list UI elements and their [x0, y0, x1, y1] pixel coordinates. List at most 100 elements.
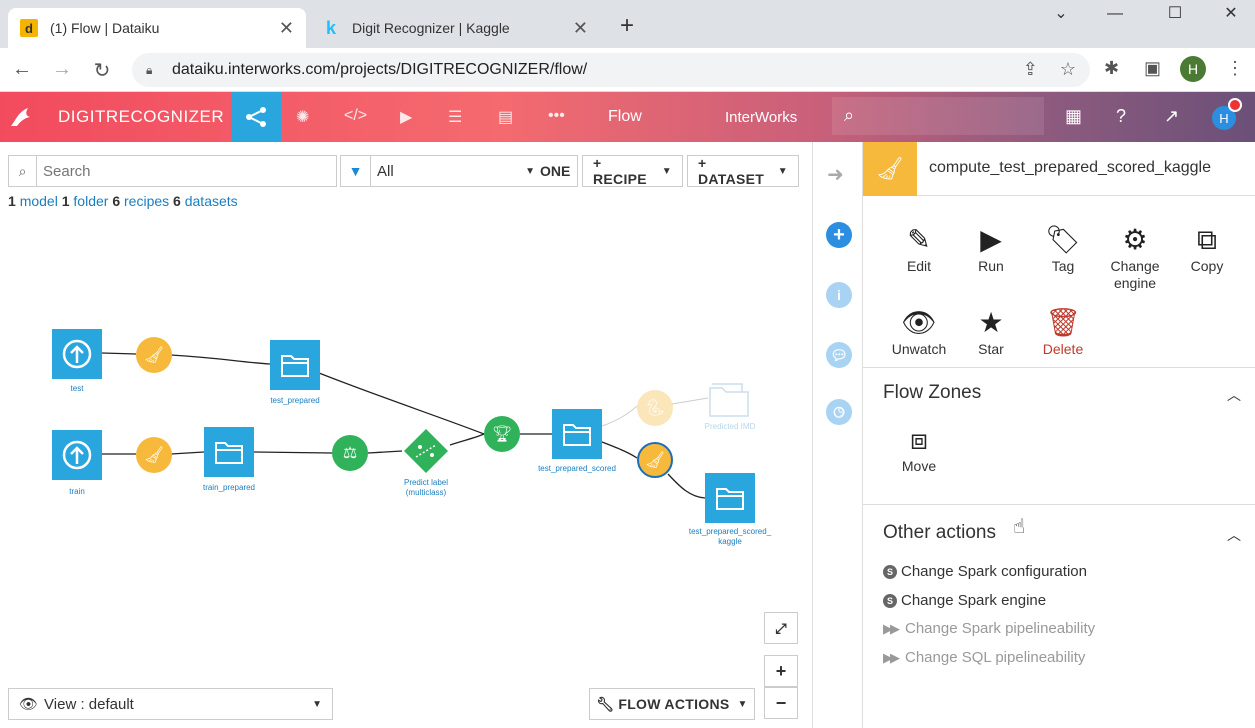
chevron-up-icon[interactable]: ︿	[1227, 387, 1241, 403]
panel-header: 🧹︎ compute_test_prepared_scored_kaggle	[863, 142, 1255, 196]
node-label-line: test_prepared_scored_	[688, 527, 772, 536]
star-button[interactable]: ★ Star	[955, 305, 1027, 357]
global-search-icon[interactable]: ⌕	[832, 97, 1044, 135]
chevron-down-icon: ▼	[525, 165, 535, 177]
other-actions-heading[interactable]: Other actions	[883, 522, 996, 543]
zoom-out-button[interactable]: −	[764, 687, 798, 719]
flow-filter-select[interactable]: ▼ All ▼	[340, 155, 546, 187]
model-link[interactable]: model	[19, 193, 58, 209]
side-panel-icon[interactable]: ▣	[1144, 58, 1162, 78]
chevron-up-icon[interactable]: ︿	[1227, 527, 1241, 543]
node-label: train	[69, 487, 85, 496]
model-node-predict-label[interactable]	[402, 427, 450, 475]
tab-search-icon[interactable]: ⌄	[1054, 5, 1068, 22]
menu-kebab-icon[interactable]: ⋮	[1226, 58, 1244, 78]
datasets-menu-icon[interactable]: ☰	[448, 109, 463, 126]
zoom-in-button[interactable]: +	[764, 655, 798, 687]
flow-actions-button[interactable]: 🔧︎ FLOW ACTIONS ▼	[589, 688, 755, 720]
url-text: dataiku.interworks.com/projects/DIGITREC…	[172, 61, 588, 78]
unwatch-button[interactable]: 👁︎ Unwatch	[883, 305, 955, 357]
minimize-icon[interactable]: —	[1107, 5, 1123, 22]
recipes-link[interactable]: recipes	[124, 193, 170, 209]
prepare-recipe-icon[interactable]: 🧹︎	[136, 337, 172, 373]
maximize-icon[interactable]: ☐	[1167, 5, 1183, 22]
flow-canvas[interactable]: ⌕ ▼ All ▼ ONE + RECIPE ▼ + DATASET ▼ 1 m…	[0, 142, 812, 728]
jobs-menu-icon[interactable]: ▶	[400, 109, 413, 126]
dataset-node-test-prepared[interactable]	[270, 340, 320, 390]
info-icon[interactable]: i	[826, 282, 852, 308]
dataset-node-train-prepared[interactable]	[204, 427, 254, 477]
zone-button[interactable]: ONE	[540, 155, 578, 187]
collapse-arrow-icon[interactable]: ➜	[827, 164, 844, 186]
flow-menu-icon[interactable]	[231, 92, 281, 142]
play-icon: ▶	[980, 224, 1002, 255]
dataset-node-kaggle[interactable]	[705, 473, 755, 523]
search-input[interactable]	[37, 162, 327, 180]
close-window-icon[interactable]: ✕	[1224, 5, 1238, 22]
prepare-recipe-selected-icon[interactable]: 🧹︎	[637, 442, 673, 478]
code-menu-icon[interactable]: </>	[344, 107, 368, 124]
actions-plus-icon[interactable]: +	[826, 222, 852, 248]
prepare-recipe-icon[interactable]: 🧹︎	[136, 437, 172, 473]
delete-button[interactable]: 🗑︎ Delete	[1027, 305, 1099, 357]
add-recipe-button[interactable]: + RECIPE ▼	[582, 155, 683, 187]
extensions-icon[interactable]: ✱	[1104, 58, 1120, 78]
view-selector[interactable]: 👁︎ View : default ▼	[8, 688, 333, 720]
new-tab-icon[interactable]: +	[620, 12, 635, 39]
discussions-icon[interactable]: 💬︎	[826, 342, 852, 368]
run-button[interactable]: ▶ Run	[955, 222, 1027, 274]
more-menu-icon[interactable]: •••	[548, 107, 565, 124]
change-spark-engine-item[interactable]: S Change Spark engine	[883, 592, 1046, 609]
other-action-label: Change Spark pipelineability	[905, 620, 1096, 637]
browser-tab-flow[interactable]: d (1) Flow | Dataiku ✕	[8, 8, 306, 48]
forward-icon[interactable]: →	[52, 58, 72, 80]
chevron-down-icon: ▼	[777, 165, 788, 177]
flow-zones-heading[interactable]: Flow Zones	[883, 382, 982, 403]
dashboards-menu-icon[interactable]: ▤	[498, 109, 514, 126]
recipes-menu-icon[interactable]: ✺	[296, 109, 310, 126]
timeline-clock-icon[interactable]: 🕒︎	[826, 399, 852, 425]
share-icon[interactable]: ⇪	[1022, 59, 1038, 79]
wrench-icon: 🔧︎	[596, 695, 615, 712]
fullscreen-icon[interactable]: ⤢	[764, 612, 798, 644]
tag-button[interactable]: 🏷︎ Tag	[1027, 222, 1099, 274]
train-recipe-icon[interactable]: ⚖︎	[332, 435, 368, 471]
flow-item-counts: 1 model 1 folder 6 recipes 6 datasets	[8, 193, 238, 209]
browser-tab-kaggle[interactable]: k Digit Recognizer | Kaggle ✕	[310, 8, 600, 48]
move-button[interactable]: ⧈ Move	[883, 422, 955, 474]
close-tab-icon[interactable]: ✕	[278, 17, 294, 38]
dataiku-bird-logo-icon[interactable]	[8, 104, 34, 136]
spark-icon: S	[883, 564, 897, 579]
change-sql-pipelineability-item[interactable]: ▶▶ Change SQL pipelineability	[883, 649, 1085, 666]
copy-button[interactable]: ⧉ Copy	[1171, 222, 1243, 274]
tab-title: (1) Flow | Dataiku	[50, 20, 160, 36]
reload-icon[interactable]: ↻	[93, 60, 111, 82]
node-label: test_prepared_scored_ kaggle	[670, 527, 790, 547]
bookmark-star-icon[interactable]: ☆	[1059, 59, 1076, 79]
search-icon: ⌕	[9, 156, 37, 186]
fast-forward-icon: ▶▶	[883, 649, 900, 665]
change-engine-button[interactable]: ⚙︎ Change engine	[1099, 222, 1171, 291]
lock-icon: 🔒︎	[146, 63, 153, 77]
score-recipe-trophy-icon[interactable]: 🏆︎	[484, 416, 520, 452]
close-tab-icon[interactable]: ✕	[572, 17, 588, 38]
project-name[interactable]: DIGITRECOGNIZER	[58, 107, 225, 126]
dataset-node-test-prepared-scored[interactable]	[552, 409, 602, 459]
dataset-node-train[interactable]	[52, 430, 102, 480]
dataset-node-test[interactable]	[52, 329, 102, 379]
activity-trend-icon[interactable]: ↗	[1164, 106, 1180, 126]
managed-folder-icon[interactable]	[708, 380, 750, 418]
help-icon[interactable]: ?	[1116, 106, 1127, 126]
python-recipe-icon[interactable]: 🐍︎	[637, 390, 673, 426]
folder-link[interactable]: folder	[73, 193, 109, 209]
url-bar[interactable]: 🔒︎ dataiku.interworks.com/projects/DIGIT…	[132, 53, 1090, 87]
edit-button[interactable]: ✎ Edit	[883, 222, 955, 274]
change-spark-config-item[interactable]: S Change Spark configuration	[883, 563, 1087, 580]
datasets-link[interactable]: datasets	[184, 193, 238, 209]
add-dataset-button[interactable]: + DATASET ▼	[687, 155, 799, 187]
divider	[863, 504, 1255, 505]
apps-grid-icon[interactable]: ▦	[1065, 106, 1083, 126]
profile-avatar[interactable]: H	[1180, 56, 1206, 82]
change-spark-pipelineability-item[interactable]: ▶▶ Change Spark pipelineability	[883, 620, 1095, 637]
back-icon[interactable]: ←	[12, 58, 32, 80]
